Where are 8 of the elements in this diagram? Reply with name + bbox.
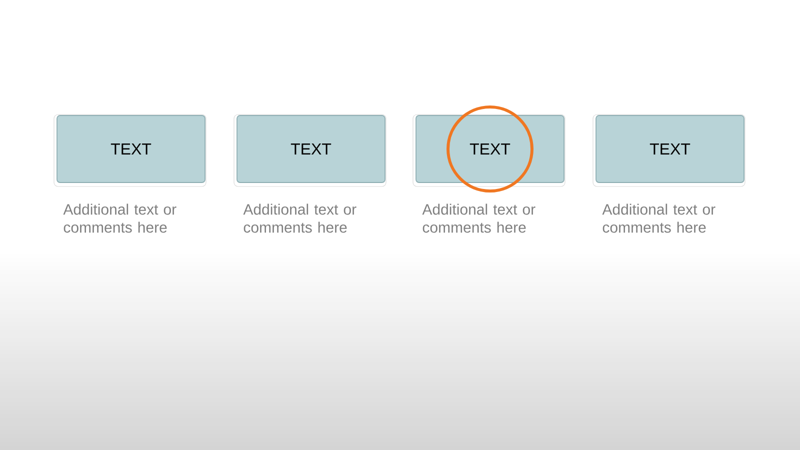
step-box: TEXT (54, 114, 206, 187)
step-box: TEXT (592, 114, 746, 187)
step-box: TEXT (234, 114, 386, 187)
comment-text: Additional text or comments here (602, 204, 716, 233)
step-box: TEXT (412, 114, 566, 187)
comment-text: Additional text or comments here (243, 204, 356, 233)
comment-text: Additional text or comments here (422, 204, 536, 233)
comment-text: Additional text or comments here (63, 204, 176, 233)
